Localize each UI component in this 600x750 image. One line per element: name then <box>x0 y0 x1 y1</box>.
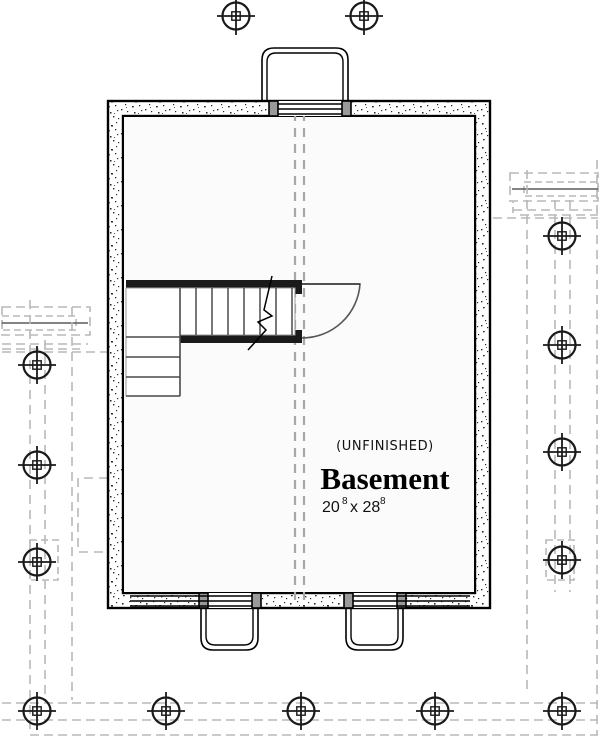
window-opening-bottom-left <box>130 592 262 609</box>
stair-wall-bottom <box>180 335 302 343</box>
window-well-bottom-left <box>200 607 259 651</box>
room-label-group: (UNFINISHED) Basement 20 8 x 28 8 <box>320 439 450 516</box>
ghost-bottom-group <box>2 702 598 736</box>
basement-slab-area <box>124 117 474 592</box>
window-wells <box>200 47 404 651</box>
window-opening-top <box>268 100 352 117</box>
window-well-bottom-right <box>345 607 404 651</box>
wall-window-openings <box>130 100 470 609</box>
room-dimension-separator: x 28 <box>350 499 380 516</box>
center-beam-lines <box>293 112 306 600</box>
page-title: Basement <box>320 461 450 496</box>
stair-break-line <box>247 275 274 351</box>
room-dimension-label: 20 8 x 28 8 <box>322 496 386 516</box>
room-dimension-width-inches: 8 <box>342 496 348 507</box>
ghost-left-group <box>1 300 110 735</box>
stair-wall-top <box>126 280 302 288</box>
room-qualifier-label: (UNFINISHED) <box>336 439 434 454</box>
room-dimension-depth-inches: 8 <box>380 496 386 507</box>
swing-door <box>301 283 361 339</box>
door-swing-arc <box>301 283 361 339</box>
stair-treads <box>125 287 296 397</box>
room-dimension-width: 20 <box>322 499 340 516</box>
window-opening-bottom-right <box>343 592 470 609</box>
window-well-top <box>261 47 349 104</box>
stair-enclosure <box>126 280 302 343</box>
